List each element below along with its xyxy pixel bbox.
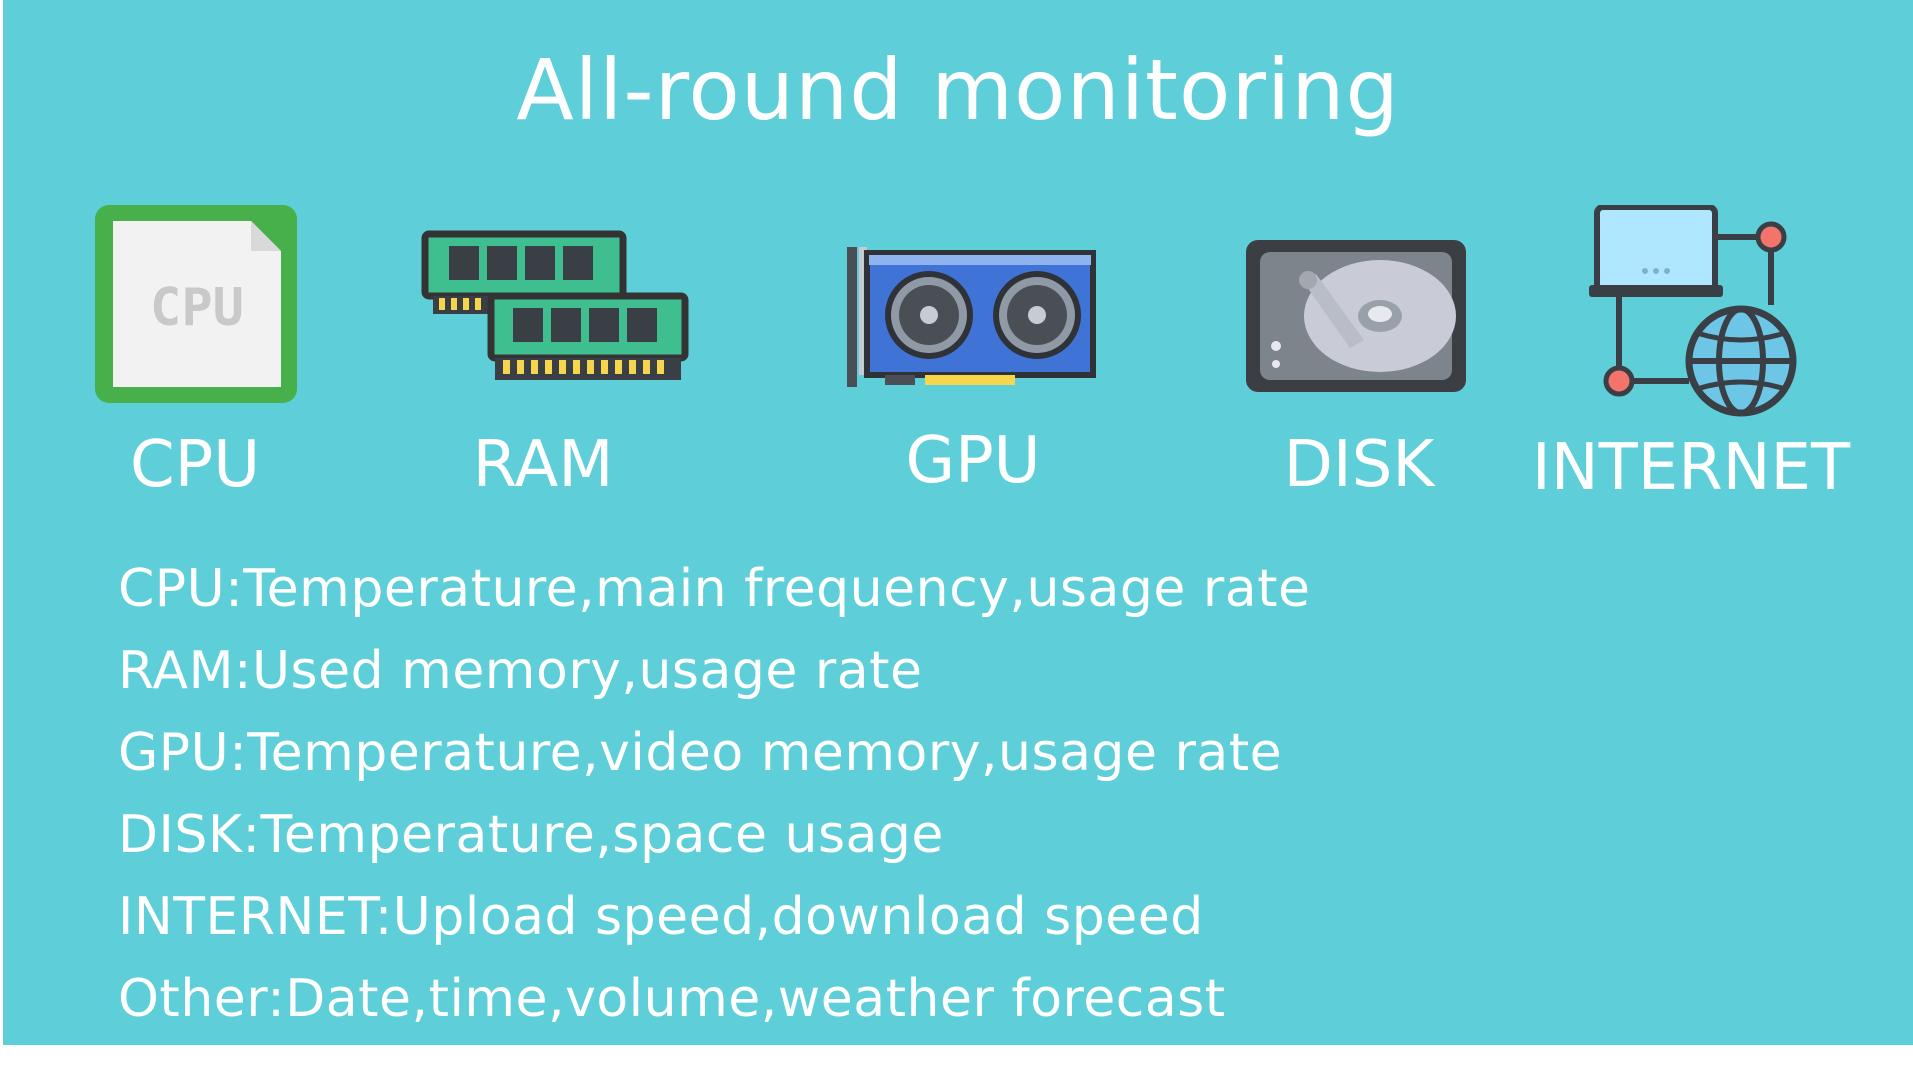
feature-line-ram: RAM:Used memory,usage rate [118,641,923,701]
cpu-chip-icon: CPU [95,205,297,403]
feature-line-internet: INTERNET:Upload speed,download speed [118,887,1204,947]
network-globe-icon [1589,205,1797,417]
page-title: All-round monitoring [516,41,1400,139]
category-label-ram: RAM [472,428,614,502]
feature-line-gpu: GPU:Temperature,video memory,usage rate [118,723,1283,783]
ram-modules-icon [421,230,689,380]
slide-background: All-round monitoring CPU [3,0,1913,1045]
graphics-card-icon [847,247,1096,387]
cpu-chip-text: CPU [150,278,244,338]
category-label-gpu: GPU [905,424,1041,498]
hard-disk-icon [1246,240,1466,392]
category-label-internet: INTERNET [1531,431,1851,505]
feature-line-cpu: CPU:Temperature,main frequency,usage rat… [118,559,1311,619]
feature-line-other: Other:Date,time,volume,weather forecast [118,969,1226,1029]
feature-list: CPU:Temperature,main frequency,usage rat… [118,548,1311,1040]
category-label-cpu: CPU [129,428,261,502]
category-label-disk: DISK [1283,428,1435,502]
feature-line-disk: DISK:Temperature,space usage [118,805,944,865]
